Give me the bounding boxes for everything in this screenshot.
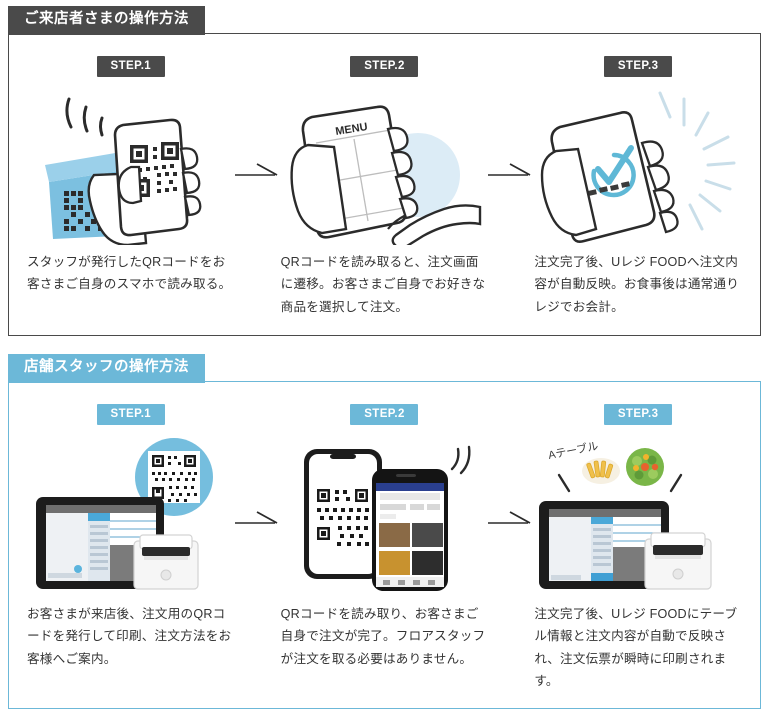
tablet-icon bbox=[539, 501, 670, 589]
section-title-customer: ご来店者さまの操作方法 bbox=[8, 6, 205, 35]
section-staff-steps: 店舗スタッフの操作方法 STEP.1 bbox=[8, 354, 761, 709]
qr-code-icon bbox=[151, 455, 197, 502]
step-staff-3: STEP.3 Aテーブル bbox=[516, 382, 760, 708]
section-customer-steps: ご来店者さまの操作方法 STEP.1 bbox=[8, 6, 761, 336]
arrow-right-icon bbox=[488, 163, 531, 176]
step-customer-1: STEP.1 bbox=[9, 34, 253, 335]
phone-qr bbox=[304, 449, 383, 579]
illustration-hand-phone-menu-tap: MENU bbox=[263, 87, 507, 245]
step-badge: STEP.2 bbox=[350, 56, 419, 77]
phone-menu-app bbox=[372, 469, 449, 591]
step-caption: QRコードを読み取ると、注文画面に遷移。お客さまご自身でお好きな商品を選択して注… bbox=[280, 255, 486, 314]
qr-code-icon bbox=[317, 489, 370, 546]
steps-row-staff: STEP.1 bbox=[9, 382, 760, 708]
fingers bbox=[640, 140, 679, 234]
arrow-right-icon bbox=[488, 511, 531, 524]
step-customer-3: STEP.3 bbox=[516, 34, 760, 335]
signal-arcs bbox=[451, 445, 471, 475]
pointing-hand bbox=[392, 204, 482, 245]
table-label: Aテーブル bbox=[547, 439, 599, 462]
arrow-right-icon bbox=[234, 163, 278, 176]
phone-screen-label: MENU bbox=[335, 121, 369, 138]
receipt-printer-icon bbox=[644, 532, 712, 590]
illustration-tablet-printer-qr-bubble bbox=[9, 435, 253, 593]
scan-signal-arcs bbox=[65, 97, 104, 137]
step-staff-2: STEP.2 bbox=[263, 382, 507, 708]
order-connector-ticks bbox=[557, 473, 683, 493]
food-fries bbox=[582, 458, 621, 484]
step-caption: 注文完了後、Uレジ FOODにテーブル情報と注文内容が自動で反映され、注文伝票が… bbox=[534, 607, 738, 689]
fingers bbox=[117, 147, 202, 217]
step-caption: お客さまが来店後、注文用のQRコードを発行して印刷、注文方法をお客様へご案内。 bbox=[27, 607, 232, 666]
arrow-slot-4 bbox=[488, 382, 531, 708]
screen-text-block bbox=[588, 181, 631, 196]
step-staff-1: STEP.1 bbox=[9, 382, 253, 708]
arrow-slot-2 bbox=[488, 34, 531, 335]
hand-shape bbox=[540, 147, 598, 237]
section-title-staff: 店舗スタッフの操作方法 bbox=[8, 354, 205, 383]
step-badge: STEP.2 bbox=[350, 404, 419, 425]
fingers bbox=[387, 126, 419, 220]
sparkle-rays bbox=[658, 91, 736, 231]
step-badge: STEP.1 bbox=[96, 404, 165, 425]
arrow-slot-1 bbox=[234, 34, 278, 335]
section-body-customer: STEP.1 bbox=[8, 33, 761, 336]
food-salad bbox=[623, 445, 668, 489]
illustration-tablet-printer-table-order: Aテーブル bbox=[516, 435, 760, 593]
step-caption: 注文完了後、Uレジ FOODへ注文内容が自動反映。お食事後は通常通りレジでお会計… bbox=[534, 255, 740, 314]
step-badge: STEP.1 bbox=[96, 56, 165, 77]
illustration-hand-phone-order-complete bbox=[516, 87, 760, 245]
hand-shape bbox=[290, 143, 348, 235]
arrow-right-icon bbox=[234, 511, 278, 524]
check-circle-icon bbox=[591, 145, 636, 198]
step-caption: スタッフが発行したQRコードをお客さまご自身のスマホで読み取る。 bbox=[27, 255, 232, 292]
illustration-hand-phone-scanning-qr bbox=[9, 87, 253, 245]
illustration-two-phones-qr-and-menu bbox=[263, 435, 507, 593]
step-badge: STEP.3 bbox=[604, 404, 673, 425]
arrow-slot-3 bbox=[234, 382, 278, 708]
receipt-printer-icon bbox=[133, 534, 199, 590]
step-badge: STEP.3 bbox=[604, 56, 673, 77]
section-body-staff: STEP.1 bbox=[8, 381, 761, 709]
steps-row-customer: STEP.1 bbox=[9, 34, 760, 335]
step-caption: QRコードを読み取り、お客さまご自身で注文が完了。フロアスタッフが注文を取る必要… bbox=[280, 607, 486, 666]
step-customer-2: STEP.2 MENU bbox=[263, 34, 507, 335]
